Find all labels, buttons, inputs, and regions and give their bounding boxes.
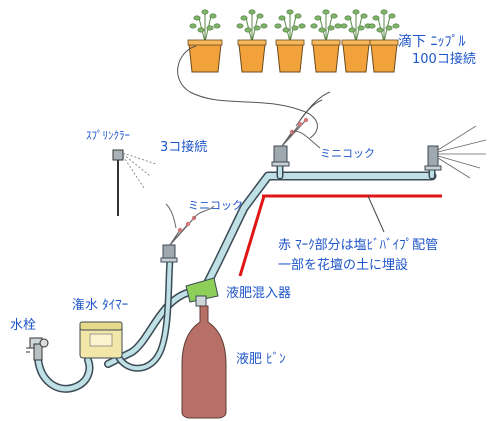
fertilizer-mixer-icon — [185, 277, 219, 307]
fertilizer-bottle-icon — [181, 305, 227, 419]
red-pvc-pipe — [238, 194, 442, 277]
main-pipe — [34, 156, 437, 393]
potted-plant-icon — [187, 9, 223, 73]
red-note-label-line2: 一部を花壇の土に埋設 — [278, 258, 409, 273]
potted-plant-icon — [274, 9, 306, 73]
drip-nipple-label-line2: 100コ接続 — [412, 52, 476, 67]
potted-plant-icon — [236, 9, 268, 73]
red-note-leader — [367, 195, 385, 233]
sprinkler-label: ｽﾌﾟﾘﾝｸﾗｰ — [86, 129, 130, 142]
mini-cock-lower-label: ミニコック — [188, 199, 243, 212]
faucet-label: 水栓 — [10, 318, 37, 333]
potted-plant-icon — [340, 9, 372, 73]
three-connect-label: 3コ接続 — [160, 140, 208, 155]
mini-valve-icon — [160, 205, 215, 263]
fertilizer-bottle-label: 液肥 ﾋﾞﾝ — [236, 352, 286, 367]
irrigation-timer-icon — [79, 321, 123, 359]
potted-plant-icon — [368, 9, 400, 73]
fertilizer-mixer-label: 液肥混入器 — [226, 286, 292, 301]
timer-label: 潅水 ﾀｲﾏｰ — [72, 298, 129, 313]
red-note-label-line1: 赤 ﾏｰｸ部分は塩ﾋﾞﾊﾞｲﾌﾟ配管 — [278, 238, 439, 253]
mini-cock-upper-label: ミニコック — [320, 147, 375, 160]
water-faucet-icon — [26, 337, 49, 361]
mini-valve-icon — [271, 117, 321, 167]
potted-plants-row — [187, 9, 400, 73]
drip-nipple-label-line1: 滴下 ﾆｯﾌﾟﾙ — [398, 34, 466, 50]
sprinkler-icon — [112, 149, 177, 229]
sprinkler-icon — [424, 125, 487, 179]
drip-tube-branch — [295, 91, 331, 127]
potted-plant-icon — [310, 9, 342, 73]
drip-tube — [177, 45, 318, 139]
